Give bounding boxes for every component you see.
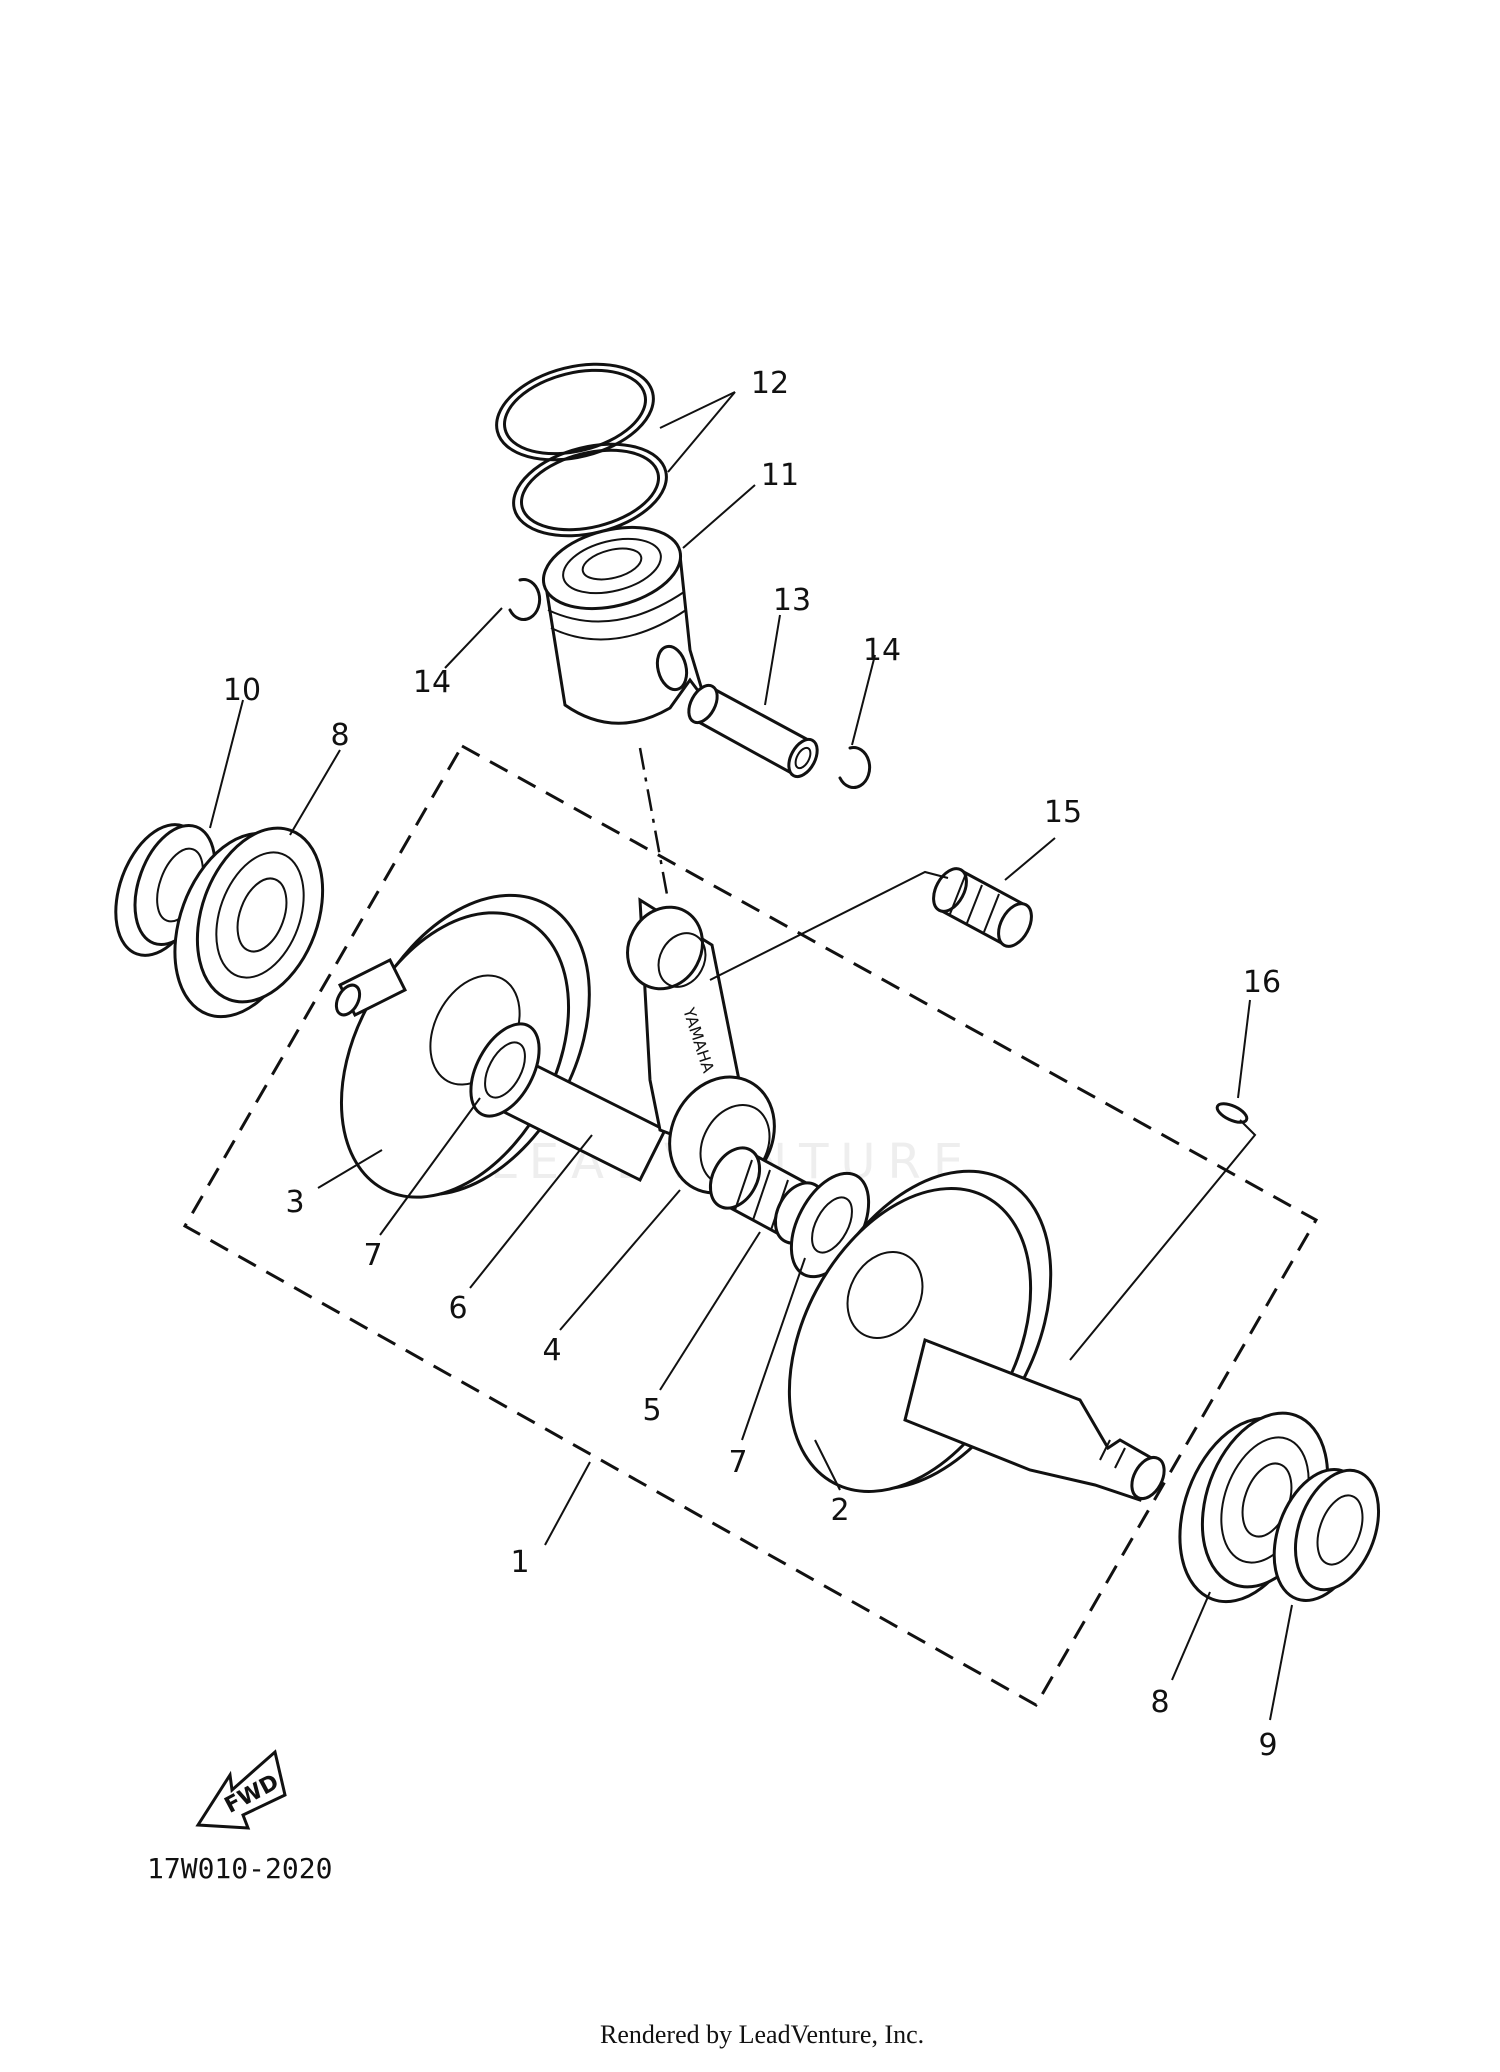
key-leader-line — [1069, 1119, 1257, 1361]
callout-9: 9 — [1258, 1728, 1277, 1763]
callout-7-right: 7 — [728, 1445, 747, 1480]
piston-rings — [495, 362, 668, 538]
piston-pin-clip-left — [508, 578, 542, 621]
piston-pin-clip-right — [838, 746, 872, 789]
callout-12: 12 — [751, 366, 789, 401]
crankshaft-assembly-boundary — [182, 743, 1319, 1708]
oil-seal-right — [1272, 1468, 1381, 1602]
callout-14-left: 14 — [413, 665, 451, 700]
callout-14-right: 14 — [863, 633, 901, 668]
callout-11: 11 — [761, 458, 799, 493]
piston-alignment-line — [638, 747, 670, 901]
small-end-leader-line — [709, 870, 949, 981]
woodruff-key — [1215, 1102, 1249, 1124]
callout-leaders — [209, 391, 1293, 1721]
big-end-bearing — [708, 1146, 827, 1245]
crank-wheel-right — [787, 1169, 1166, 1502]
piston-pin — [687, 683, 819, 779]
callout-1: 1 — [510, 1545, 529, 1580]
callouts: 12 11 13 14 14 15 16 10 8 3 7 6 4 5 7 2 … — [223, 366, 1281, 1763]
render-credit: Rendered by LeadVenture, Inc. — [600, 2020, 924, 2049]
callout-8-left: 8 — [330, 718, 349, 753]
callout-15: 15 — [1044, 795, 1082, 830]
callout-8-right: 8 — [1150, 1685, 1169, 1720]
callout-4: 4 — [542, 1333, 561, 1368]
callout-2: 2 — [830, 1493, 849, 1528]
callout-10: 10 — [223, 673, 261, 708]
callout-13: 13 — [773, 583, 811, 618]
diagram-code: 17W010-2020 — [147, 1852, 332, 1885]
callout-3: 3 — [285, 1185, 304, 1220]
main-bearing-left — [173, 826, 325, 1019]
piston — [541, 525, 707, 725]
forward-direction-arrow: FWD — [195, 1749, 287, 1830]
callout-5: 5 — [642, 1393, 661, 1428]
callout-7-left: 7 — [363, 1238, 382, 1273]
callout-6: 6 — [448, 1291, 467, 1326]
callout-16: 16 — [1243, 965, 1281, 1000]
small-end-bearing — [932, 867, 1033, 948]
